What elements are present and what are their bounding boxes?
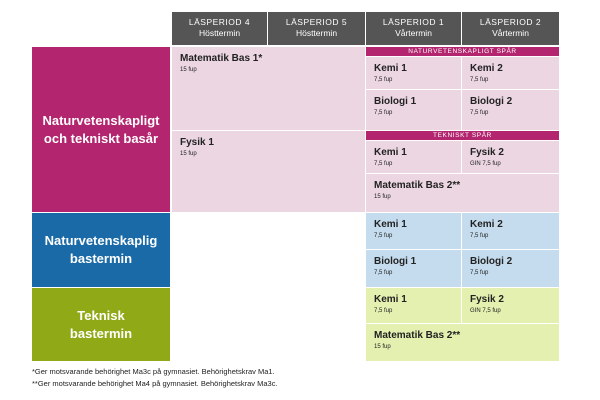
course-kemi-2-bastermin: Kemi 2 7,5 fup — [462, 213, 559, 249]
course-credits: 7,5 fup — [374, 110, 393, 116]
course-credits: 15 fup — [374, 344, 391, 350]
course-name: Matematik Bas 2** — [374, 180, 461, 191]
course-credits: 7,5 fup — [470, 110, 489, 116]
footnote-2: **Ger motsvarande behörighet Ma4 på gymn… — [32, 379, 278, 388]
course-credits: 7,5 fup — [374, 270, 393, 276]
course-kemi-1-bastermin: Kemi 1 7,5 fup — [366, 213, 461, 249]
course-name: Kemi 1 — [374, 294, 407, 305]
course-name: Biologi 1 — [374, 256, 417, 267]
course-credits: GIN 7,5 fup — [470, 161, 501, 167]
course-name: Kemi 1 — [374, 219, 407, 230]
header-term: Hösttermin — [198, 28, 241, 38]
course-name: Kemi 1 — [374, 63, 407, 74]
course-kemi-1: Kemi 1 7,5 fup — [366, 57, 461, 89]
course-fysik-2: Fysik 2 GIN 7,5 fup — [462, 141, 559, 173]
course-credits: 15 fup — [180, 151, 197, 157]
course-biologi-2-bastermin: Biologi 2 7,5 fup — [462, 250, 559, 287]
course-credits: 7,5 fup — [470, 77, 489, 83]
course-credits: GIN 7,5 fup — [470, 308, 501, 314]
header-term: Vårtermin — [492, 28, 529, 38]
header-period: LÄSPERIOD 2 — [479, 17, 542, 27]
course-matematik-bas-1: Matematik Bas 1* 15 fup — [172, 47, 365, 130]
course-name: Fysik 2 — [470, 147, 504, 158]
course-name: Fysik 1 — [180, 137, 214, 148]
course-credits: 15 fup — [374, 194, 391, 200]
course-name: Kemi 2 — [470, 219, 503, 230]
band-tekniskt-spar: TEKNISKT SPÅR — [366, 131, 559, 140]
course-fysik-2-teknisk-bastermin: Fysik 2 GIN 7,5 fup — [462, 288, 559, 323]
course-biologi-1: Biologi 1 7,5 fup — [366, 90, 461, 130]
row-label-natur-bastermin: Naturvetenskaplig bastermin — [32, 213, 170, 287]
row-label-basar: Naturvetenskapligt och tekniskt basår — [32, 47, 170, 212]
header-lasperiod-2: LÄSPERIOD 2 Vårtermin — [462, 12, 559, 45]
course-name: Matematik Bas 2** — [374, 330, 461, 341]
course-credits: 15 fup — [180, 67, 197, 73]
header-lasperiod-5: LÄSPERIOD 5 Hösttermin — [268, 12, 365, 45]
course-kemi-1-teknisk: Kemi 1 7,5 fup — [366, 141, 461, 173]
course-kemi-2: Kemi 2 7,5 fup — [462, 57, 559, 89]
course-credits: 7,5 fup — [470, 233, 489, 239]
header-period: LÄSPERIOD 1 — [382, 17, 445, 27]
row-label-text: Naturvetenskaplig bastermin — [44, 233, 158, 266]
header-lasperiod-4: LÄSPERIOD 4 Hösttermin — [172, 12, 267, 45]
course-matematik-bas-2: Matematik Bas 2** 15 fup — [366, 174, 559, 212]
course-biologi-2: Biologi 2 7,5 fup — [462, 90, 559, 130]
course-credits: 7,5 fup — [374, 308, 393, 314]
band-naturvetenskapligt-spar: NATURVETENSKAPLIGT SPÅR — [366, 47, 559, 56]
course-name: Matematik Bas 1* — [180, 53, 263, 64]
header-period: LÄSPERIOD 5 — [285, 17, 348, 27]
header-lasperiod-1: LÄSPERIOD 1 Vårtermin — [366, 12, 461, 45]
course-credits: 7,5 fup — [374, 161, 393, 167]
course-name: Biologi 1 — [374, 96, 417, 107]
course-kemi-1-teknisk-bastermin: Kemi 1 7,5 fup — [366, 288, 461, 323]
row-label-text: Naturvetenskapligt och tekniskt basår — [42, 112, 160, 146]
course-name: Biologi 2 — [470, 96, 513, 107]
course-fysik-1: Fysik 1 15 fup — [172, 131, 365, 212]
course-name: Biologi 2 — [470, 256, 513, 267]
course-credits: 7,5 fup — [374, 233, 393, 239]
header-term: Vårtermin — [395, 28, 432, 38]
row-label-text: Teknisk bastermin — [69, 307, 133, 341]
course-name: Kemi 2 — [470, 63, 503, 74]
course-name: Fysik 2 — [470, 294, 504, 305]
course-matematik-bas-2-teknisk-bastermin: Matematik Bas 2** 15 fup — [366, 324, 559, 361]
course-credits: 7,5 fup — [374, 77, 393, 83]
header-term: Hösttermin — [295, 28, 338, 38]
course-name: Kemi 1 — [374, 147, 407, 158]
footnote-1: *Ger motsvarande behörighet Ma3c på gymn… — [32, 367, 275, 376]
header-period: LÄSPERIOD 4 — [188, 17, 251, 27]
course-credits: 7,5 fup — [470, 270, 489, 276]
row-label-teknisk-bastermin: Teknisk bastermin — [32, 288, 170, 361]
course-biologi-1-bastermin: Biologi 1 7,5 fup — [366, 250, 461, 287]
